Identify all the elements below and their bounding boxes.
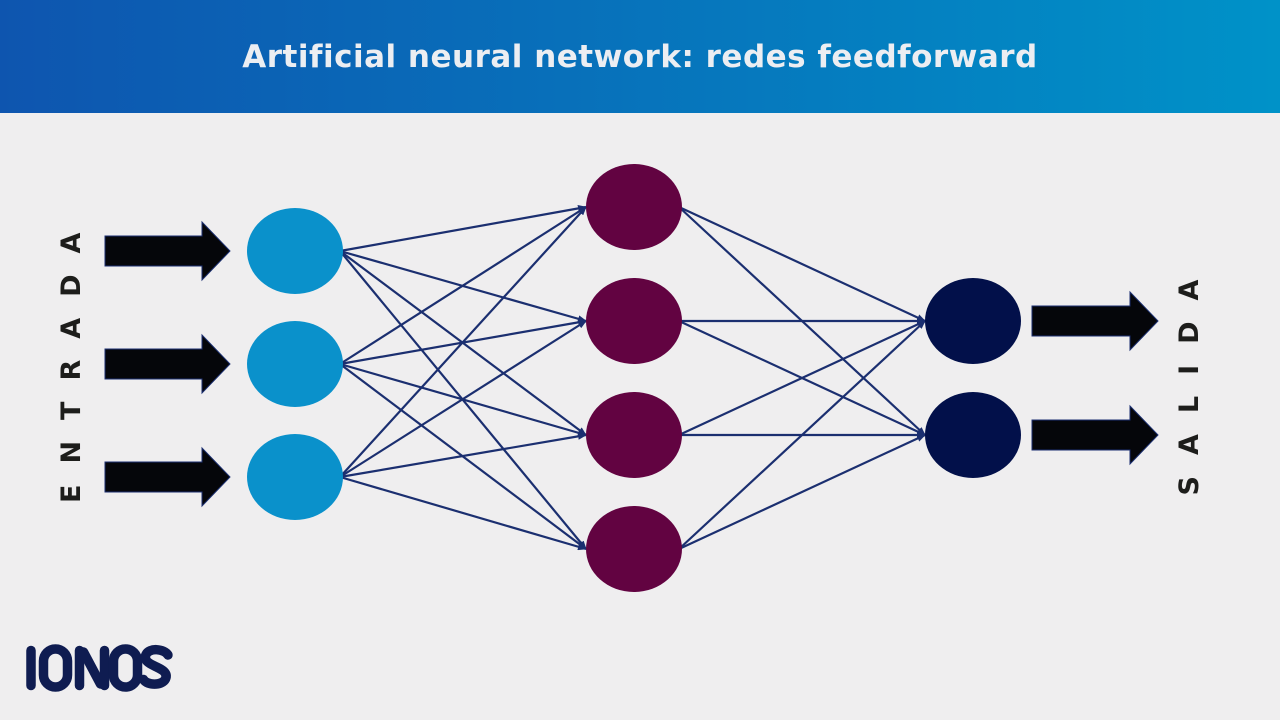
input-node xyxy=(247,321,343,407)
connection-line xyxy=(339,320,587,478)
output-node xyxy=(925,278,1021,364)
ionos-logo-glyphs xyxy=(26,644,173,692)
connection-line xyxy=(339,204,587,253)
input-arrow xyxy=(104,446,231,508)
input-node xyxy=(247,208,343,294)
connection-line xyxy=(678,320,926,550)
logo-letter-o1 xyxy=(38,644,73,692)
connection-line xyxy=(339,206,587,365)
logo-letter-s xyxy=(138,644,173,689)
hidden-node xyxy=(586,278,682,364)
output-label: SALIDA xyxy=(1174,258,1205,496)
output-arrow xyxy=(1031,290,1159,352)
logo-letter-o2 xyxy=(108,644,143,692)
output-arrow xyxy=(1031,404,1159,466)
input-arrow xyxy=(104,220,231,282)
connection-line xyxy=(678,206,926,322)
page-title: Artificial neural network: redes feedfor… xyxy=(242,38,1038,75)
hidden-node xyxy=(586,164,682,250)
output-node xyxy=(925,392,1021,478)
connection-line xyxy=(678,320,926,436)
connection-line xyxy=(339,206,587,478)
title-bar: Artificial neural network: redes feedfor… xyxy=(0,0,1280,113)
input-arrow xyxy=(104,333,231,395)
logo-letter-n-diag xyxy=(78,647,106,689)
connection-line xyxy=(339,475,587,551)
ionos-logo: IONOS xyxy=(25,644,175,692)
hidden-node xyxy=(586,392,682,478)
connection-line xyxy=(678,434,926,550)
input-label: ENTRADA xyxy=(56,211,87,503)
hidden-node xyxy=(586,506,682,592)
input-node xyxy=(247,434,343,520)
connection-line xyxy=(339,432,587,479)
